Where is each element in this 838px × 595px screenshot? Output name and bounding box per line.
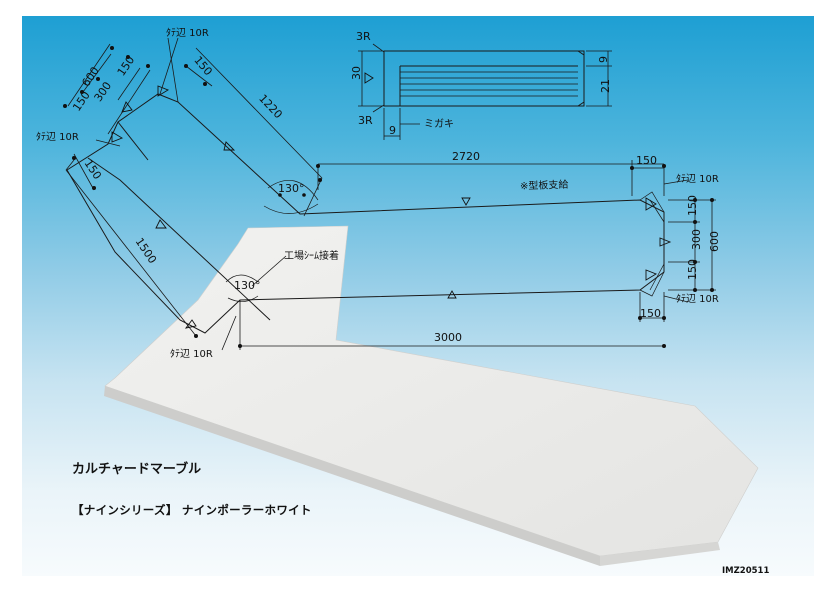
right-600-label: 600: [708, 231, 721, 252]
bottom-right-150-label: 150: [640, 307, 661, 320]
angle-lower-label: 130°: [234, 279, 261, 292]
angle-upper-label: 130°: [278, 182, 305, 195]
left-radius-label: ﾀﾃ辺 10R: [36, 131, 79, 143]
top-right-150-label: 150: [636, 154, 657, 167]
plan-outline: [63, 37, 716, 351]
marble-slab: [104, 225, 759, 566]
edge-section-detail: [358, 43, 612, 140]
top-150-label: 150: [191, 54, 214, 78]
slab-side-edge: [600, 542, 720, 566]
top-radius-label: ﾀﾃ辺 10R: [166, 27, 209, 39]
right-150a-label: 150: [686, 195, 699, 216]
section-top-thickness-label: 9: [597, 56, 610, 63]
length-3000-label: 3000: [434, 331, 462, 344]
right-300-label: 300: [690, 229, 703, 250]
slab-front-edge: [104, 386, 600, 566]
top-left-300-label: 300: [92, 79, 115, 104]
top-right-radius-label: ﾀﾃ辺 10R: [676, 173, 719, 185]
template-note-label: ※型板支給: [520, 178, 569, 193]
section-lower-thickness-label: 21: [599, 79, 612, 93]
factory-seam-label: 工場ｼｰﾑ接着: [284, 249, 339, 262]
product-code: IMZ20511: [722, 566, 770, 576]
right-150b-label: 150: [686, 259, 699, 280]
bottom-left-radius-label: ﾀﾃ辺 10R: [170, 348, 213, 360]
top-left-150a-label: 150: [70, 89, 93, 114]
top-left-150b-label: 150: [115, 54, 138, 79]
length-1220-label: 1220: [256, 92, 285, 121]
section-radius-bottom-label: 3R: [358, 114, 373, 127]
product-name: カルチャードマーブル: [72, 462, 202, 477]
bottom-right-radius-label: ﾀﾃ辺 10R: [676, 293, 719, 305]
section-height-label: 30: [350, 66, 363, 80]
left-150-label: 150: [81, 157, 104, 182]
dimension-labels: 3R 30 3R 9 ミガキ 9 21 600 300 150 150 ﾀﾃ辺 …: [36, 27, 721, 360]
section-profile: [383, 50, 585, 107]
series-name: 【ナインシリーズ】 ナインポーラーホワイト: [72, 503, 312, 517]
length-2720-label: 2720: [452, 150, 480, 163]
section-offset-label: 9: [389, 124, 396, 137]
length-1500-label: 1500: [133, 235, 159, 265]
section-radius-top-label: 3R: [356, 30, 371, 43]
polish-note-label: ミガキ: [424, 118, 454, 130]
